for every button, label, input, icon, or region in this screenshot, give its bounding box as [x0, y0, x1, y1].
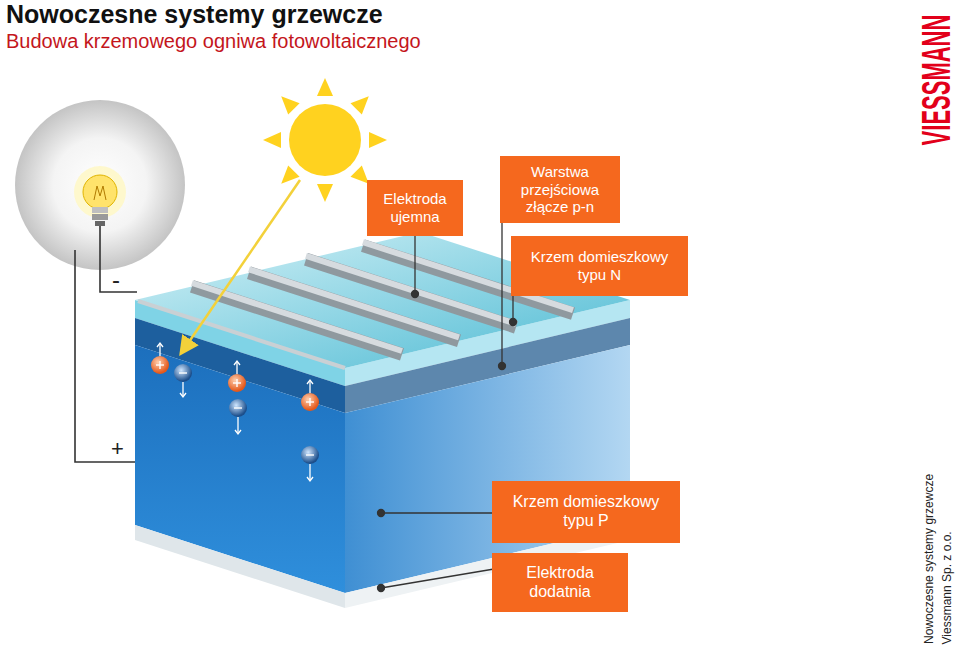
page-title: Nowoczesne systemy grzewcze [6, 0, 383, 29]
callout-box: Krzem domieszkowy typu P [492, 481, 680, 543]
polarity-sign: + [111, 436, 124, 461]
callout-text: Krzem domieszkowy typu N [518, 248, 681, 283]
footer-text: Nowoczesne systemy grzewcze [923, 474, 937, 644]
callout-box: Elektroda ujemna [367, 180, 463, 236]
footer-text: Viessmann Sp. z o.o. [940, 531, 954, 644]
callout-text: Krzem domieszkowy typu P [499, 493, 673, 531]
callout-text: Warstwa przejściowa złącze p-n [507, 163, 613, 216]
callout-text: Elektroda ujemna [374, 190, 456, 225]
polarity-sign: - [112, 266, 120, 294]
wire-positive [75, 250, 137, 462]
brand-logo: VIESSMANN [913, 15, 959, 146]
callout-box: Elektroda dodatnia [492, 553, 628, 612]
callout-box: Warstwa przejściowa złącze p-n [500, 156, 620, 223]
electrode-fingers [138, 242, 573, 368]
light-beam [182, 180, 300, 352]
subtitle: Budowa krzemowego ogniwa fotowoltaiczneg… [6, 30, 421, 53]
charge-carriers [151, 343, 319, 481]
light-bulb [74, 166, 126, 226]
callout-box: Krzem domieszkowy typu N [511, 236, 688, 296]
callout-text: Elektroda dodatnia [499, 564, 621, 602]
